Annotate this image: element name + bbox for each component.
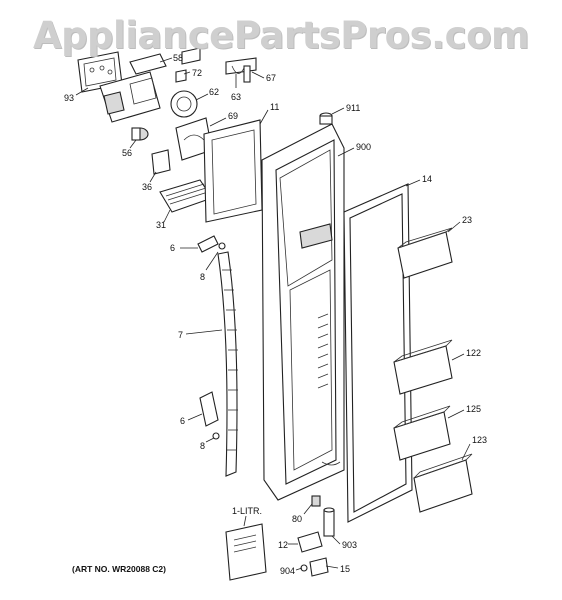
callout-8-bottom: 8 <box>200 441 205 451</box>
part-63-67-bracket <box>225 57 257 83</box>
callout-23: 23 <box>462 215 472 225</box>
part-8-screw-top <box>218 242 226 250</box>
part-56-solenoid <box>131 127 149 141</box>
art-number-label: (ART NO. WR20088 C2) <box>72 564 166 574</box>
callout-56: 56 <box>122 148 132 158</box>
part-23-door-bin <box>397 227 453 279</box>
part-122-door-bin <box>393 339 453 395</box>
door-hinge-bottom <box>321 461 341 466</box>
part-small-top <box>181 47 201 65</box>
callout-122: 122 <box>466 348 481 358</box>
part-1-litr-literature <box>225 523 267 581</box>
part-80-fitting <box>311 495 321 507</box>
callout-72: 72 <box>192 68 202 78</box>
callout-80: 80 <box>292 514 302 524</box>
callout-1-litr: 1-LITR. <box>232 506 262 516</box>
part-72-clip <box>175 69 187 83</box>
part-12-bracket <box>297 531 323 553</box>
part-dispenser-housing <box>99 71 161 123</box>
callout-93: 93 <box>64 93 74 103</box>
callout-12: 12 <box>278 540 288 550</box>
callout-31: 31 <box>156 220 166 230</box>
callout-125: 125 <box>466 404 481 414</box>
callout-904: 904 <box>280 566 295 576</box>
callout-62: 62 <box>209 87 219 97</box>
callout-7: 7 <box>178 330 183 340</box>
callout-900: 900 <box>356 142 371 152</box>
callout-36: 36 <box>142 182 152 192</box>
part-903-spout <box>323 507 335 537</box>
part-900-door-body <box>261 123 345 501</box>
callout-903: 903 <box>342 540 357 550</box>
callout-69: 69 <box>228 111 238 121</box>
part-125-door-bin <box>393 405 451 461</box>
callout-11: 11 <box>270 102 279 112</box>
part-31-grille <box>159 179 213 213</box>
part-11-dispenser-frame <box>203 119 263 223</box>
callout-14: 14 <box>422 174 432 184</box>
part-62-motor <box>170 90 198 118</box>
callout-6-top: 6 <box>170 243 175 253</box>
callout-58: 58 <box>173 53 183 63</box>
callout-123: 123 <box>472 435 487 445</box>
callout-8-top: 8 <box>200 272 205 282</box>
part-15-valve <box>309 557 329 577</box>
part-8-screw-bottom <box>212 432 220 440</box>
callout-911: 911 <box>346 103 360 113</box>
part-7-handle <box>217 251 238 477</box>
part-36-switch <box>151 149 171 175</box>
part-58-bracket <box>129 53 167 75</box>
part-14-door-gasket <box>343 183 413 523</box>
part-911-cap <box>319 112 333 125</box>
callout-67: 67 <box>266 73 276 83</box>
callout-15: 15 <box>340 564 350 574</box>
callout-6-bottom: 6 <box>180 416 185 426</box>
leader-lines <box>75 57 471 571</box>
part-6-handle-cap-top <box>197 235 219 253</box>
callout-63: 63 <box>231 92 241 102</box>
part-6-handle-cap-bottom <box>199 391 219 427</box>
part-123-door-bin <box>413 453 473 513</box>
